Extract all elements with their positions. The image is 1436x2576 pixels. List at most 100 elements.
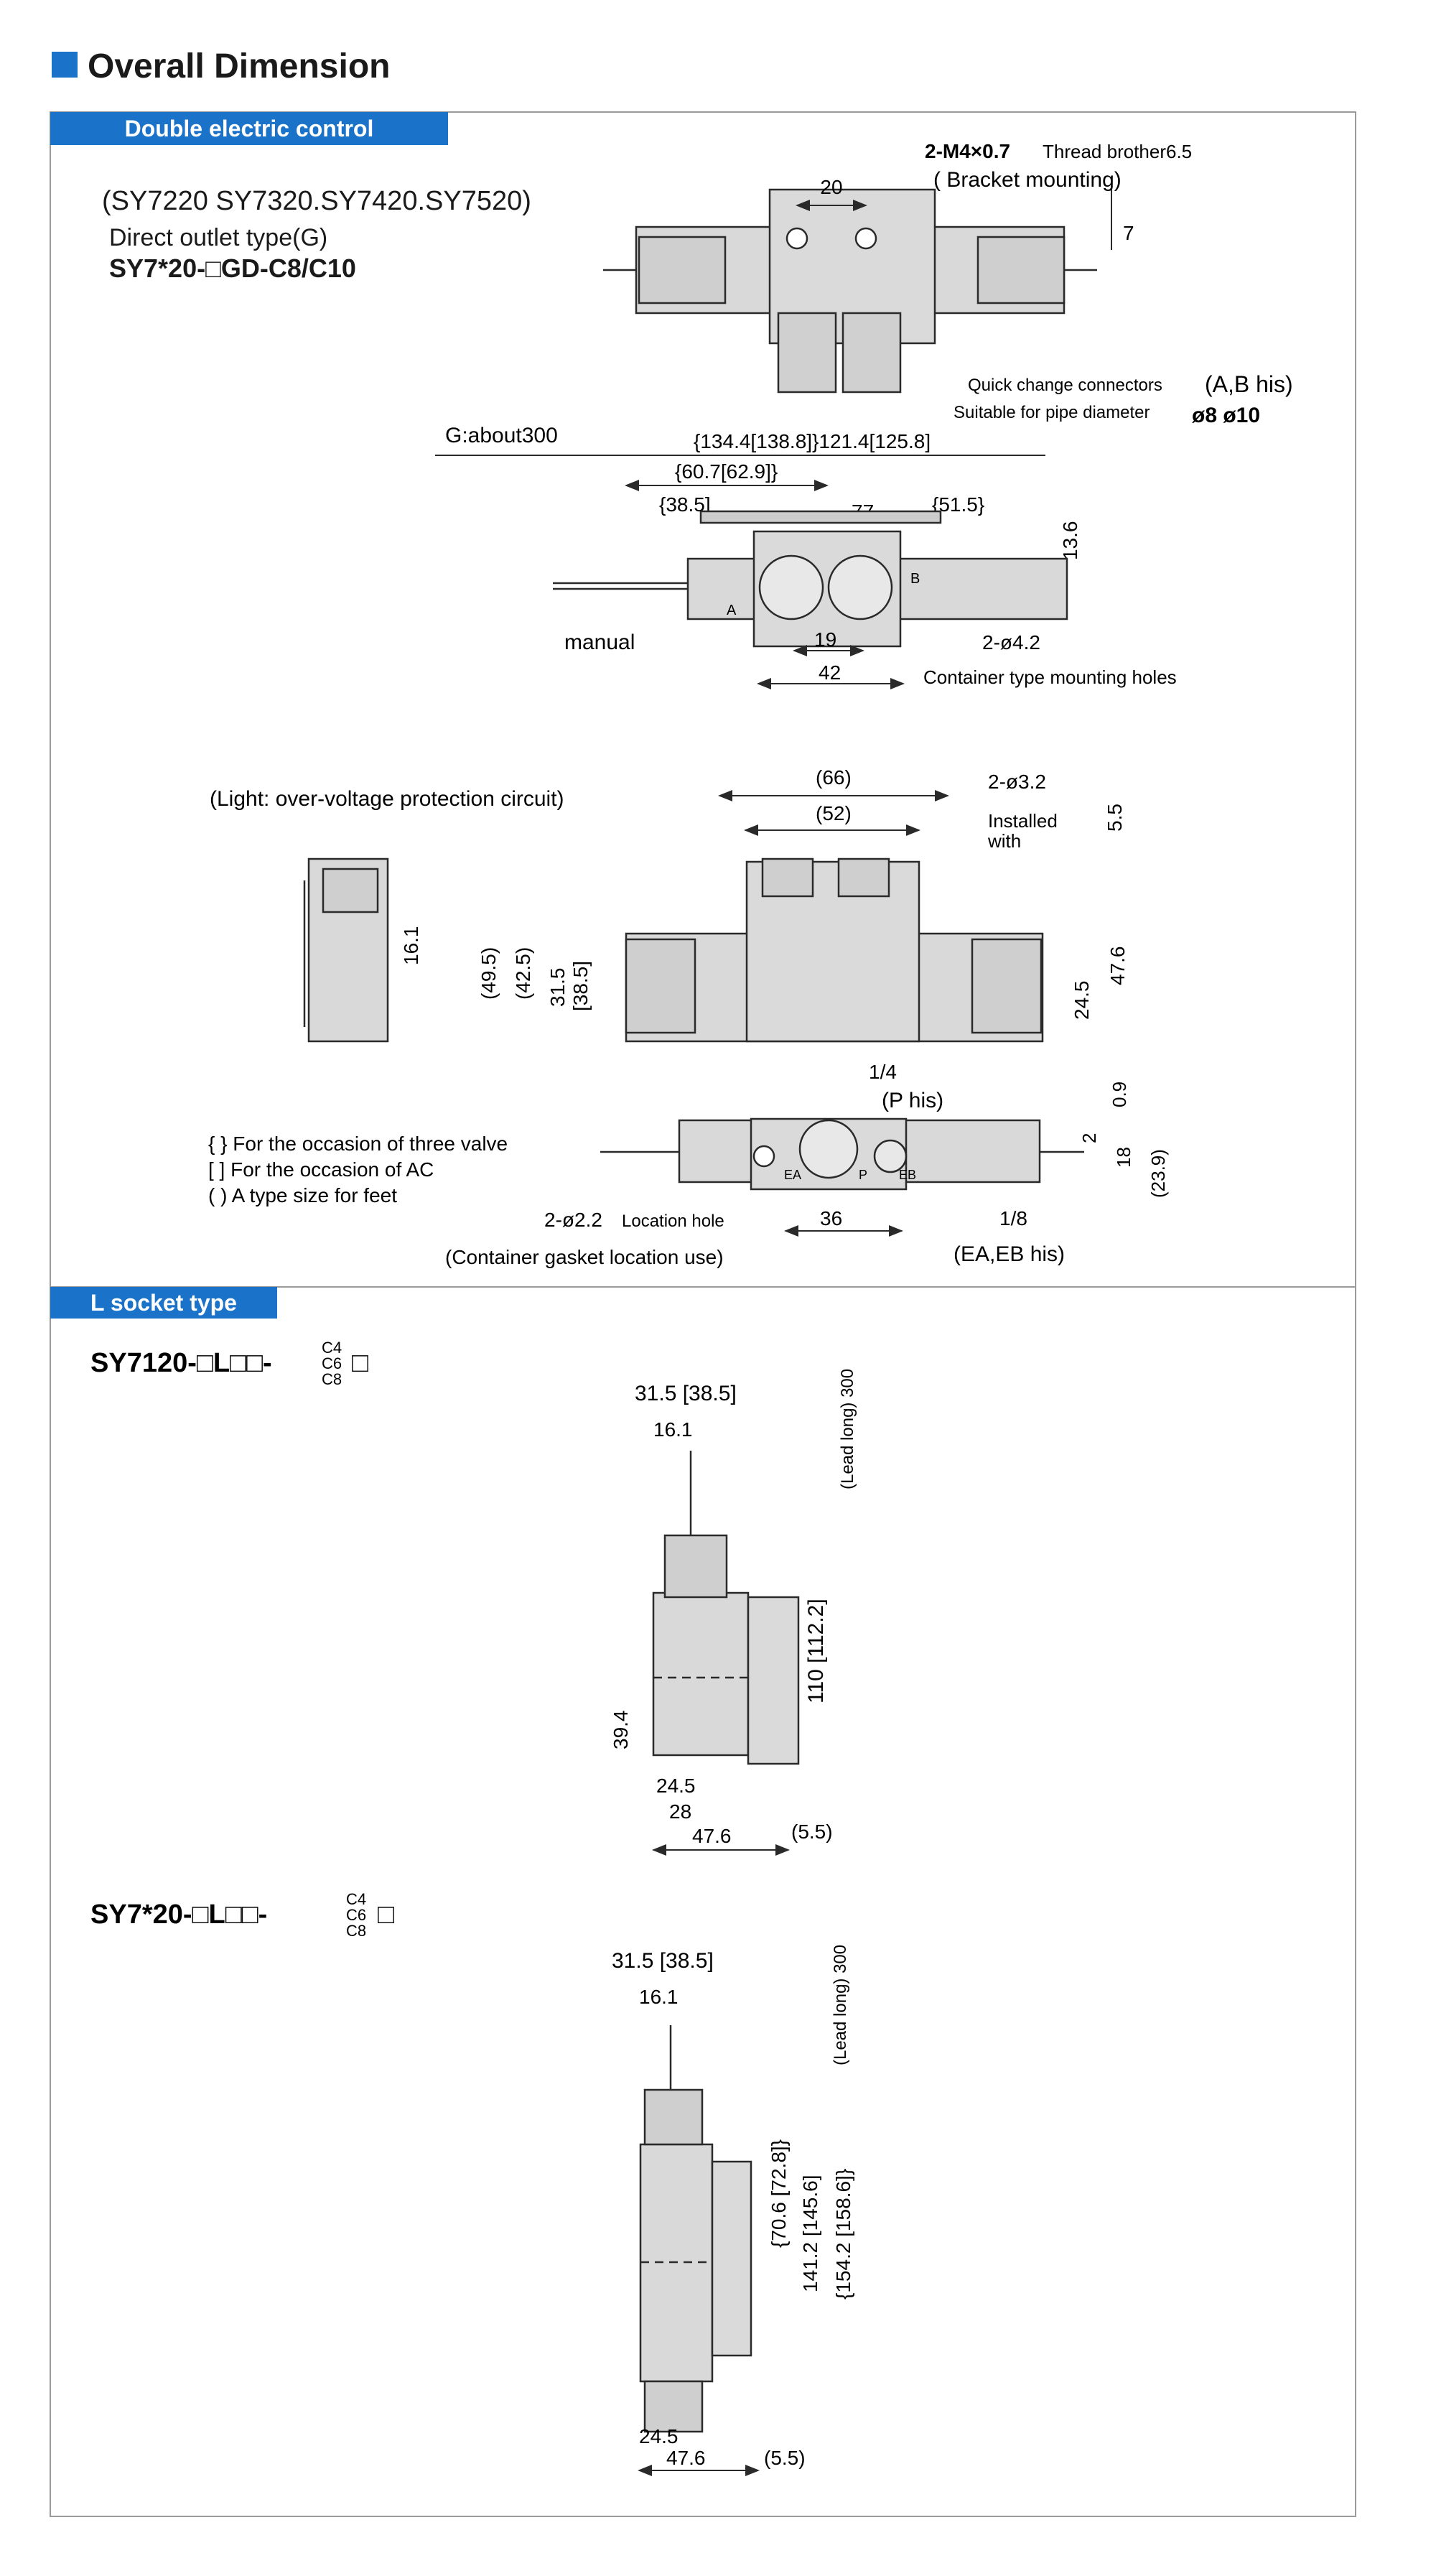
dim-19: 19	[814, 628, 836, 651]
section-tag-double	[50, 112, 448, 145]
v1-d39-4: 39.4	[610, 1711, 632, 1750]
solenoid-left	[638, 236, 727, 304]
dim-7: 7	[1123, 222, 1134, 244]
note-feet: ( ) A type size for feet	[208, 1184, 397, 1206]
thread-label: 2-M4×0.7	[925, 140, 1010, 162]
section-tag-lsocket-label: L socket type	[90, 1290, 237, 1316]
v2-lsocket-drawing	[639, 2025, 752, 2433]
v1-d16-1: 16.1	[653, 1418, 693, 1441]
solenoid-side-left	[625, 938, 696, 1034]
v2-d24-5: 24.5	[639, 2425, 679, 2447]
dim-0-9: 0.9	[1109, 1082, 1130, 1107]
port-eb-circle	[873, 1139, 908, 1173]
variant2-code: SY7*20-□L□□-	[90, 1900, 267, 1930]
dim-5-5: 5.5	[1104, 804, 1126, 832]
quick-change-label: Quick change connectors	[968, 376, 1162, 395]
title-square-icon	[52, 52, 78, 78]
side-section-view	[303, 857, 389, 1043]
variant2-stack-c8: C8	[346, 1922, 366, 1940]
thread-suffix: Thread brother6.5	[1043, 141, 1192, 162]
port-b-circle	[827, 554, 893, 620]
mounting-holes-label: Container type mounting holes	[923, 666, 1177, 688]
v1-bracket	[747, 1596, 800, 1765]
ea-eb-his: (EA,EB his)	[954, 1242, 1065, 1266]
solenoid-right	[976, 236, 1066, 304]
v1-connector	[663, 1534, 728, 1599]
variant2-stack-c4: C4	[346, 1890, 366, 1908]
bracket-front	[699, 510, 942, 524]
fitting-b	[841, 312, 902, 394]
section-tag-double-label: Double electric control	[125, 116, 374, 141]
port-p-label: P	[859, 1168, 867, 1182]
v1-lsocket-drawing	[652, 1451, 800, 1765]
dim-holes-3-2: 2-ø3.2	[988, 771, 1046, 793]
v2-h2: 141.2 [145.6]	[799, 2175, 821, 2292]
section-tag-lsocket	[50, 1287, 277, 1319]
variant1-stack-c6: C6	[322, 1354, 342, 1372]
port-a-circle	[758, 554, 824, 620]
dim-49-5: (49.5)	[477, 947, 500, 1000]
pipe-sizes: ø8 ø10	[1192, 404, 1260, 427]
dim-holes-4-2: 2-ø4.2	[982, 631, 1040, 654]
location-prefix: 2-ø2.2	[544, 1209, 602, 1231]
dim-47-6: 47.6	[1106, 947, 1129, 986]
port-p-circle	[798, 1119, 859, 1179]
dim-2: 2	[1078, 1133, 1100, 1143]
top-view	[603, 188, 1097, 394]
v2-h3: {154.2 [158.6]}	[832, 2169, 854, 2300]
note-three-valve: { } For the occasion of three valve	[208, 1133, 508, 1155]
bolt-left-icon	[785, 227, 808, 250]
subtitle-direct-outlet: Direct outlet type(G)	[109, 224, 327, 251]
gasket-note: (Container gasket location use)	[445, 1246, 724, 1268]
variant1-stack-c4: C4	[322, 1339, 342, 1357]
model-code: SY7*20-□GD-C8/C10	[109, 254, 356, 283]
v2-d16-1: 16.1	[639, 1986, 679, 2008]
v1-height: 110 [112.2]	[804, 1599, 828, 1703]
light-note: (Light: over-voltage protection circuit)	[210, 787, 564, 811]
location-hole-icon	[752, 1145, 775, 1168]
port-a-label: A	[727, 603, 737, 618]
section-frame-lsocket	[50, 1286, 1356, 2517]
v2-connector-bottom	[643, 2380, 704, 2433]
v2-h1: {70.6 [72.8]}	[768, 2139, 790, 2248]
lead-length-label: G:about300	[445, 424, 558, 447]
dim-16-1: 16.1	[400, 926, 422, 966]
dim-overall: {134.4[138.8]}121.4[125.8]	[694, 430, 931, 452]
thread-1-4: 1/4	[869, 1061, 897, 1083]
variant2-stack-c6: C6	[346, 1906, 366, 1924]
dim-52: (52)	[816, 802, 852, 824]
dim-13-6: 13.6	[1059, 521, 1081, 561]
side-end-cap	[322, 868, 379, 913]
dim-38-5-side: [38.5]	[569, 961, 592, 1011]
variant2-suffix: □	[378, 1900, 394, 1930]
v2-connector-top	[643, 2088, 704, 2146]
note-ac: [ ] For the occasion of AC	[208, 1158, 434, 1181]
v1-d47-6: 47.6	[692, 1825, 732, 1847]
dim-31-5: 31.5	[546, 968, 569, 1008]
pipe-diameter-label: Suitable for pipe diameter	[954, 403, 1150, 422]
fitting-a	[777, 312, 837, 394]
location-hole-label: Location hole	[622, 1212, 724, 1231]
page-title: Overall Dimension	[88, 47, 390, 85]
dim-66: (66)	[816, 766, 852, 789]
with-label: with	[987, 830, 1021, 852]
v2-lead: (Lead long) 300	[831, 1945, 850, 2065]
dim-23-9: (23.9)	[1147, 1149, 1169, 1198]
installed-label: Installed	[988, 810, 1058, 832]
bolt-right-icon	[854, 227, 877, 250]
v2-bracket	[711, 2160, 752, 2357]
quick-change-ab: (A,B his)	[1205, 371, 1293, 397]
variant1-stack-c8: C8	[322, 1370, 342, 1388]
bracket-mounting: ( Bracket mounting)	[933, 168, 1122, 192]
side-view	[625, 857, 1044, 1043]
dim-36: 36	[820, 1207, 842, 1229]
v1-d28: 28	[669, 1800, 691, 1823]
v1-d5-5: (5.5)	[791, 1821, 833, 1843]
dim-18: 18	[1113, 1147, 1134, 1168]
port-b-label: B	[910, 571, 920, 587]
fitting-side-a	[761, 857, 814, 898]
v1-body	[652, 1591, 750, 1757]
variant1-suffix: □	[352, 1348, 368, 1378]
fitting-side-b	[837, 857, 890, 898]
